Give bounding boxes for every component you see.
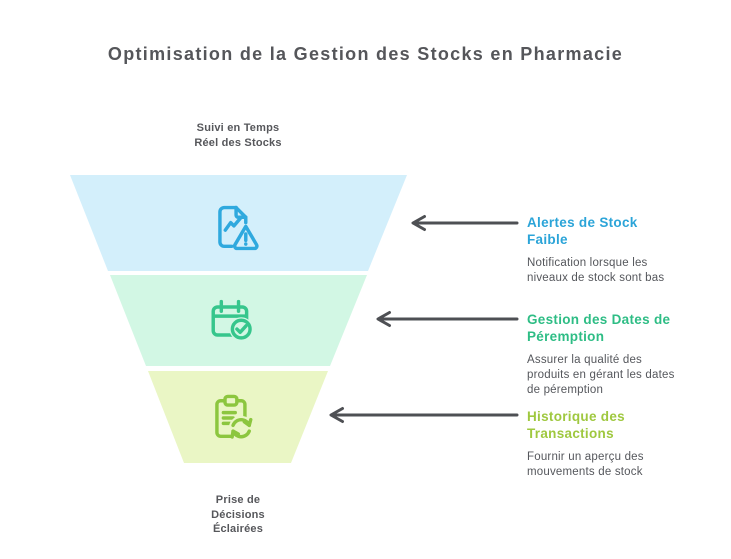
arrow-left-icon: [411, 215, 519, 231]
funnel-top-label: Suivi en Temps Réel des Stocks: [194, 122, 282, 149]
clipboard-refresh-icon: [215, 394, 254, 441]
document-chart-warning-icon: [218, 205, 259, 251]
annotation-alertes: Alertes de Stock Faible Notification lor…: [527, 214, 719, 286]
funnel-bottom-label: Prise de Décisions Éclairées: [211, 494, 265, 536]
annotation-title: Alertes de Stock Faible: [527, 215, 638, 247]
annotation-title: Gestion des Dates de Péremption: [527, 312, 671, 344]
annotation-peremption: Gestion des Dates de Péremption Assurer …: [527, 311, 719, 399]
annotation-arrows: [329, 215, 519, 423]
page-title: Optimisation de la Gestion des Stocks en…: [107, 44, 624, 64]
annotation-description: Notification lorsque les niveaux de stoc…: [527, 257, 665, 285]
calendar-check-icon: [211, 299, 254, 341]
annotation-description: Assurer la qualité des produits en géran…: [527, 354, 675, 397]
arrow-left-icon: [329, 407, 519, 423]
annotation-historique: Historique des Transactions Fournir un a…: [527, 408, 719, 480]
arrow-left-icon: [376, 311, 519, 327]
annotation-title: Historique des Transactions: [527, 409, 625, 441]
annotation-description: Fournir un aperçu des mouvements de stoc…: [527, 451, 644, 479]
